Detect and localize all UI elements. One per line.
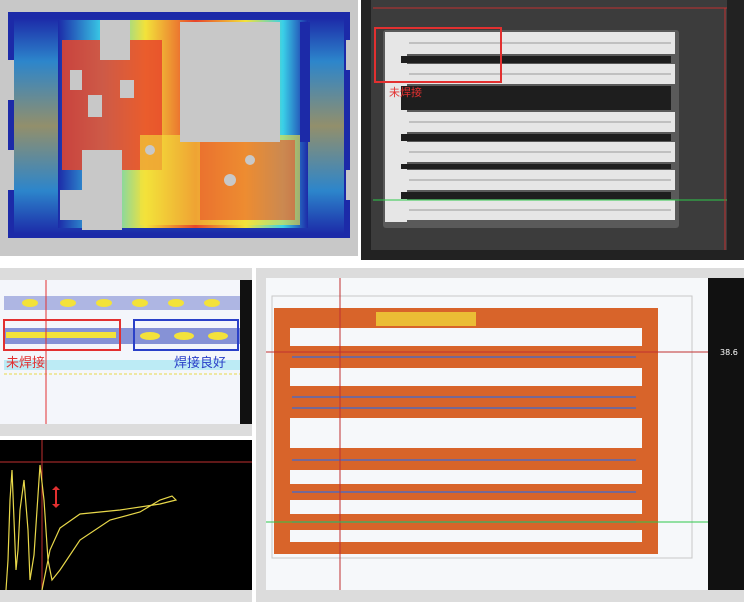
ct-unwelded-label: 未焊接	[389, 86, 422, 99]
cscan-readout: 38.6	[720, 348, 738, 357]
bscan-panel: 未焊接 焊接良好	[0, 268, 252, 436]
cscan-image	[256, 268, 744, 602]
thermal-map-panel	[0, 0, 358, 256]
ascan-image	[0, 440, 252, 602]
bscan-good-weld-label: 焊接良好	[174, 356, 227, 371]
thermal-map-image	[0, 12, 358, 256]
ct-slice-image	[361, 0, 744, 260]
bscan-unwelded-label: 未焊接	[6, 356, 46, 371]
bscan-image	[0, 268, 252, 436]
ascan-panel	[0, 440, 252, 602]
cscan-panel: 38.6	[256, 268, 744, 602]
ct-slice-panel: 未焊接	[361, 0, 744, 260]
